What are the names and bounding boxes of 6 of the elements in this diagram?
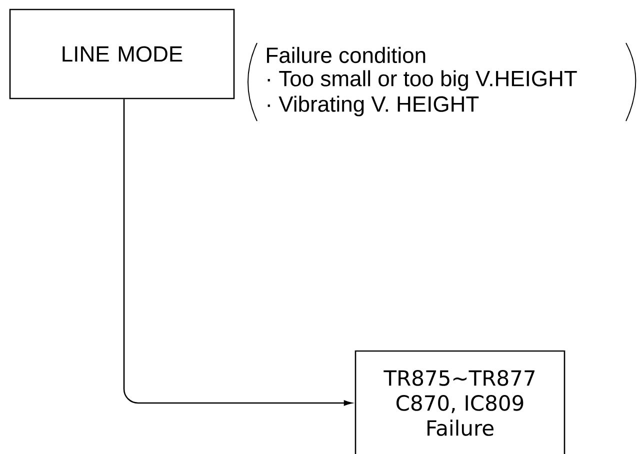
process-box: TR875∼TR877 C870, IC809 Failure	[354, 350, 566, 454]
arrow	[123, 99, 352, 406]
condition-text: · Vibrating V. HEIGHT	[268, 96, 479, 116]
condition-text: Failure condition	[267, 46, 426, 64]
process-box: LINE MODE	[9, 8, 235, 100]
condition-text: · Too small or too big V.HEIGHT	[268, 70, 577, 91]
